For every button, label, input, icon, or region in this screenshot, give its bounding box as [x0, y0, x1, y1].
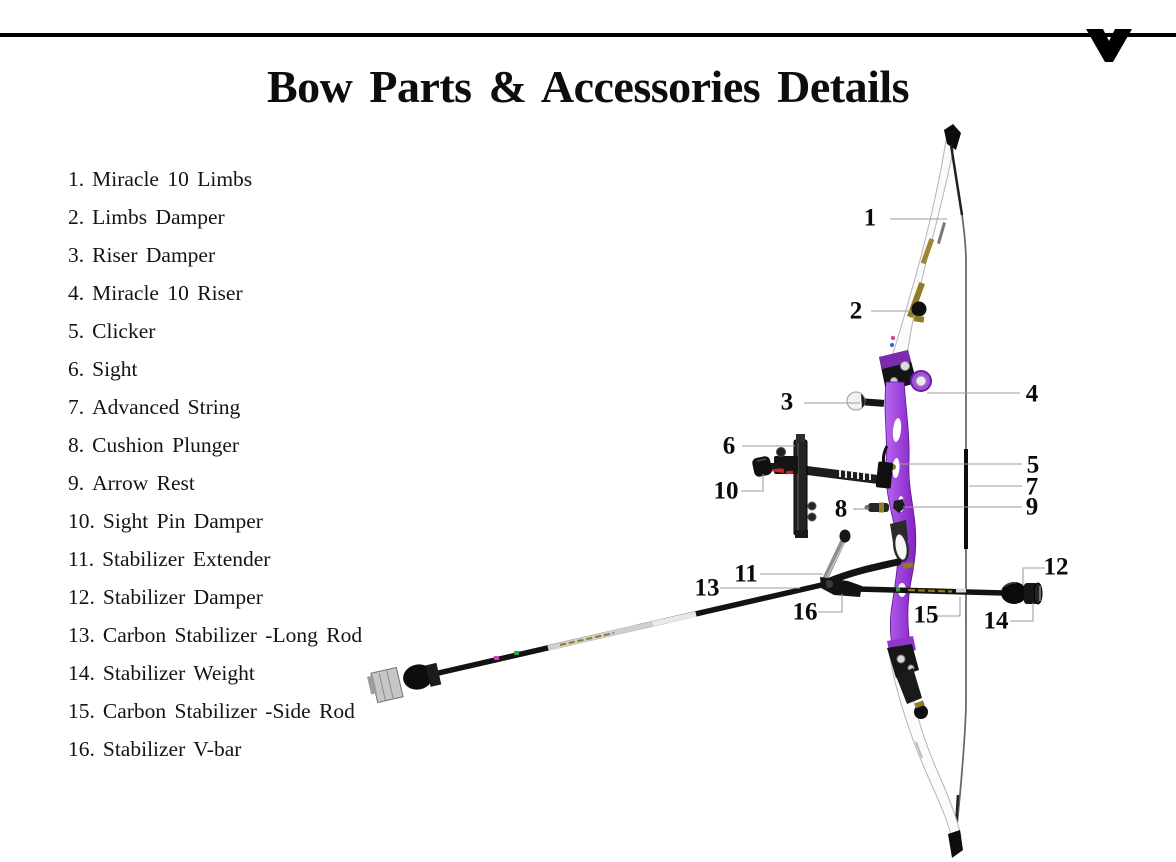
- stabilizer-extender: [822, 529, 902, 585]
- part-number: 15.: [68, 699, 95, 723]
- stabilizer-weight: [1024, 582, 1043, 605]
- part-label: Advanced String: [92, 395, 241, 419]
- part-list-item-9: 9. Arrow Rest: [68, 464, 362, 502]
- sight-screw: [807, 512, 817, 522]
- part-list-item-6: 6. Sight: [68, 350, 362, 388]
- sight-screw: [807, 501, 817, 511]
- part-label: Carbon Stabilizer -Side Rod: [102, 699, 355, 723]
- leader-line-10: [741, 474, 764, 492]
- part-label: Riser Damper: [92, 243, 216, 267]
- v-chevron-icon: [1086, 29, 1132, 62]
- part-number: 9.: [68, 471, 85, 495]
- part-number: 12.: [68, 585, 95, 609]
- sight-pin-damper: [752, 456, 778, 477]
- part-number: 5.: [68, 319, 85, 343]
- part-list-item-4: 4. Miracle 10 Riser: [68, 274, 362, 312]
- part-label: Arrow Rest: [92, 471, 195, 495]
- part-list-item-3: 3. Riser Damper: [68, 236, 362, 274]
- string: [949, 144, 968, 843]
- part-list-item-15: 15. Carbon Stabilizer -Side Rod: [68, 692, 362, 730]
- part-number: 2.: [68, 205, 85, 229]
- part-label: Stabilizer Extender: [102, 547, 271, 571]
- cushion-plunger: [864, 502, 889, 513]
- part-number: 6.: [68, 357, 85, 381]
- leader-line-12: [1022, 567, 1045, 585]
- part-number: 7.: [68, 395, 85, 419]
- upper-limb: [885, 124, 961, 381]
- sight: [769, 434, 894, 538]
- carbon-stabilizer-side-rod: [855, 586, 1005, 596]
- part-list-item-14: 14. Stabilizer Weight: [68, 654, 362, 692]
- leader-lines: [720, 218, 1045, 622]
- part-list-item-16: 16. Stabilizer V-bar: [68, 730, 362, 768]
- riser: [879, 350, 932, 657]
- part-label: Carbon Stabilizer -Long Rod: [102, 623, 363, 647]
- part-label: Sight: [92, 357, 138, 381]
- part-number: 13.: [68, 623, 95, 647]
- part-list-item-10: 10. Sight Pin Damper: [68, 502, 362, 540]
- part-number: 3.: [68, 243, 85, 267]
- part-list-item-7: 7. Advanced String: [68, 388, 362, 426]
- limb-damper-upper: [911, 301, 927, 323]
- stabilizer-damper: [1001, 582, 1027, 604]
- part-number: 14.: [68, 661, 95, 685]
- part-number: 8.: [68, 433, 85, 457]
- part-label: Miracle 10 Limbs: [92, 167, 253, 191]
- lower-limb-tip-cap: [948, 830, 963, 858]
- part-label: Stabilizer V-bar: [102, 737, 242, 761]
- upper-limb-tip-cap: [944, 124, 961, 150]
- arrow-rest: [893, 499, 905, 513]
- part-list-item-2: 2. Limbs Damper: [68, 198, 362, 236]
- page-title: Bow Parts & Accessories Details: [266, 61, 910, 112]
- leader-line-16: [818, 594, 843, 613]
- part-label: Miracle 10 Riser: [92, 281, 243, 305]
- grip: [892, 531, 910, 563]
- riser-damper: [846, 391, 885, 411]
- lower-limb: [887, 636, 963, 858]
- part-list-item-13: 13. Carbon Stabilizer -Long Rod: [68, 616, 362, 654]
- part-label: Cushion Plunger: [92, 433, 240, 457]
- part-list-item-11: 11. Stabilizer Extender: [68, 540, 362, 578]
- part-label: Sight Pin Damper: [102, 509, 263, 533]
- limb-damper-lower: [914, 700, 928, 719]
- part-number: 16.: [68, 737, 95, 761]
- part-number: 4.: [68, 281, 85, 305]
- part-label: Stabilizer Damper: [102, 585, 263, 609]
- part-list-item-5: 5. Clicker: [68, 312, 362, 350]
- parts-list: 1. Miracle 10 Limbs 2. Limbs Damper 3. Riser …: [68, 160, 362, 768]
- part-list-item-8: 8. Cushion Plunger: [68, 426, 362, 464]
- top-rule: [0, 33, 1176, 37]
- carbon-stabilizer-long-rod: [367, 581, 827, 704]
- part-number: 1.: [68, 167, 85, 191]
- part-list-item-1: 1. Miracle 10 Limbs: [68, 160, 362, 198]
- stabilizer-vbar: [820, 577, 862, 597]
- part-label: Limbs Damper: [92, 205, 225, 229]
- part-number: 11.: [68, 547, 95, 571]
- leader-line-15: [936, 597, 961, 617]
- leader-line-14: [1010, 603, 1034, 622]
- part-label: Clicker: [92, 319, 156, 343]
- part-list-item-12: 12. Stabilizer Damper: [68, 578, 362, 616]
- part-number: 10.: [68, 509, 95, 533]
- part-label: Stabilizer Weight: [102, 661, 255, 685]
- long-rod-damper: [403, 664, 433, 690]
